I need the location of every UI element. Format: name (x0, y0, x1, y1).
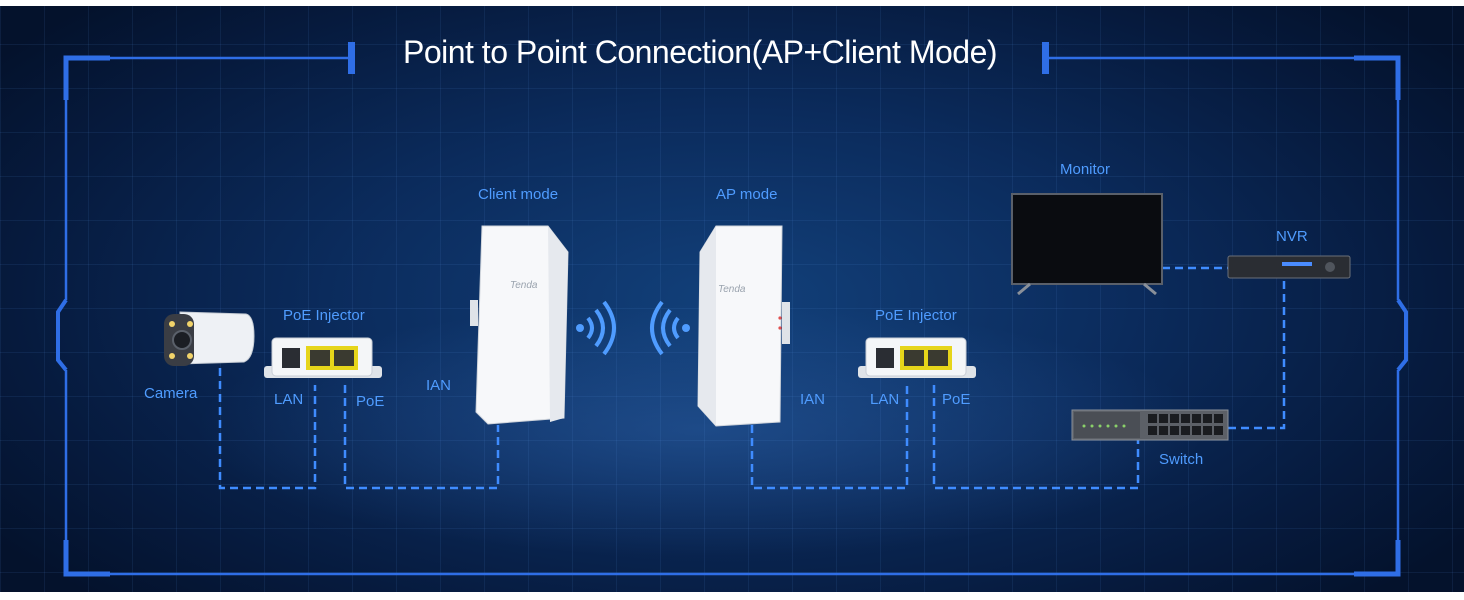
label-switch: Switch (1159, 451, 1204, 468)
client-cpe-device: Tenda (470, 225, 569, 425)
ap-cpe-device: Tenda (697, 225, 790, 427)
label-client-mode: Client mode (478, 186, 559, 203)
poe-injector-right-device (858, 337, 976, 378)
label-ian-right: IAN (800, 391, 826, 408)
diagram-title: Point to Point Connection(AP+Client Mode… (402, 34, 998, 70)
label-ian-left: IAN (426, 377, 452, 394)
label-poe-right: PoE (942, 391, 971, 408)
poe-injector-left-device (264, 337, 382, 378)
ap-cpe-brand: Tenda (718, 284, 746, 295)
label-poe-injector-right: PoE Injector (875, 307, 957, 324)
wifi-signal-icon (576, 300, 616, 356)
tech-frame (56, 55, 1408, 577)
label-ap-mode: AP mode (716, 186, 778, 203)
wifi-signal-icon (650, 300, 690, 356)
switch-device (1071, 409, 1229, 441)
label-poe-left: PoE (356, 393, 385, 410)
label-lan-left: LAN (274, 391, 304, 408)
label-poe-injector-left: PoE Injector (283, 307, 365, 324)
label-camera: Camera (144, 385, 198, 402)
title-bar-right (1042, 42, 1049, 74)
client-cpe-brand: Tenda (510, 280, 538, 291)
label-lan-right: LAN (870, 391, 900, 408)
monitor-device (1011, 193, 1163, 296)
camera-device (164, 311, 255, 366)
bottom-white-band (0, 592, 1464, 600)
label-nvr: NVR (1276, 228, 1308, 245)
dashed-cables (218, 266, 1286, 490)
label-monitor: Monitor (1060, 161, 1111, 178)
nvr-device (1227, 255, 1351, 279)
title-bar-left (348, 42, 355, 74)
top-white-band (0, 0, 1464, 6)
